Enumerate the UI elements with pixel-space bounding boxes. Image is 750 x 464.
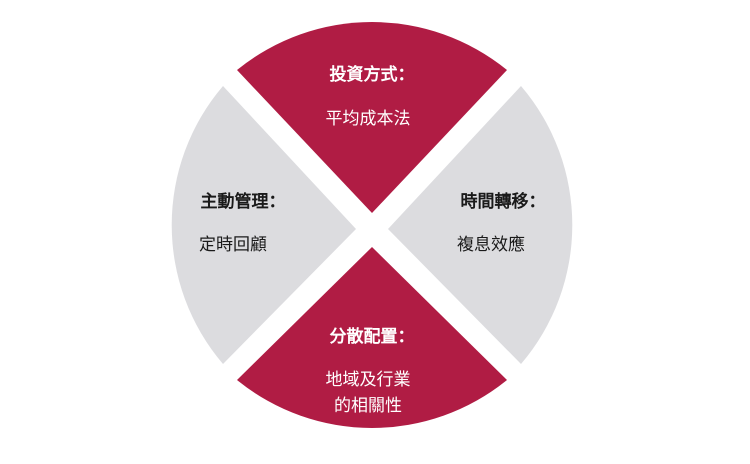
quadrant-bottom-wedge bbox=[237, 247, 507, 428]
quadrant-bottom-line-2: 的相關性 bbox=[334, 396, 402, 416]
quadrant-left-line-1: 定時回顧 bbox=[199, 235, 267, 255]
quadrant-left-title: 主動管理： bbox=[201, 191, 286, 212]
quadrant-top-title: 投資方式： bbox=[330, 64, 415, 85]
quadrant-top-line-1: 平均成本法 bbox=[326, 109, 411, 129]
quadrant-right-title: 時間轉移： bbox=[461, 191, 546, 212]
quadrant-right-wedge bbox=[388, 86, 573, 364]
quadrant-right-line-1: 複息效應 bbox=[457, 234, 525, 255]
quadrant-top-wedge bbox=[237, 22, 507, 214]
quadrant-left-wedge bbox=[171, 86, 356, 364]
quadrant-bottom-title: 分散配置： bbox=[330, 326, 415, 347]
quadrant-bottom-line-1: 地域及行業 bbox=[326, 370, 411, 390]
